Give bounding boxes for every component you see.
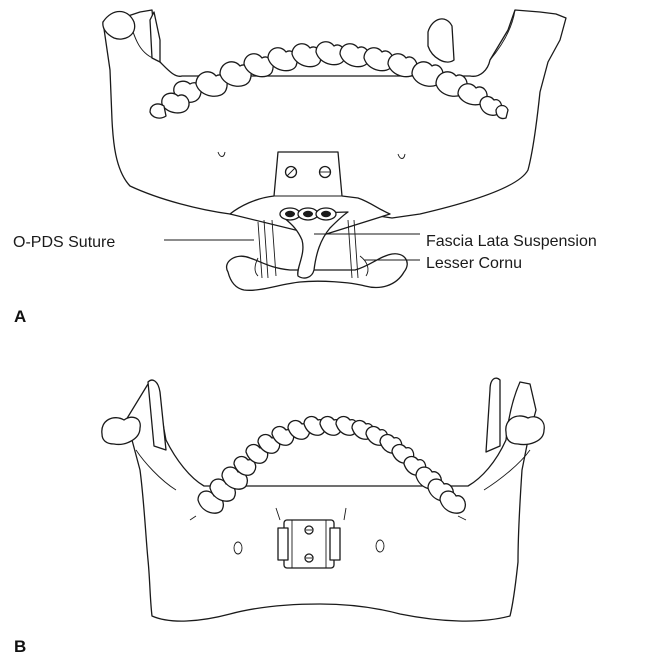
label-opds-suture: O-PDS Suture [13,234,115,251]
hyoid-body-a [227,254,408,291]
coronoid-left-a [150,12,160,62]
foramen-left-b [234,542,242,554]
mandible-b-outline [126,380,536,621]
label-lesser-cornu: Lesser Cornu [426,255,522,272]
foramen-right-b [376,540,384,552]
teeth-row-a [150,42,508,119]
coronoid-left-b [148,380,166,450]
label-fascia-lata: Fascia Lata Suspension [426,233,597,250]
condyle-left-b [102,417,140,444]
plate-flange-left [278,528,288,560]
foramen-mark-right-a [398,154,405,159]
foramen-mark-left-a [218,152,225,157]
condyle-left-a [103,12,135,40]
panel-b-illustration [102,378,544,621]
condyle-right-b [506,416,544,445]
coronoid-right-a [428,19,454,62]
panel-a-letter: A [14,307,26,326]
teeth-row-b [198,417,465,514]
coronoid-right-b [486,378,500,452]
panel-b-letter: B [14,637,26,656]
plate-flange-right [330,528,340,560]
